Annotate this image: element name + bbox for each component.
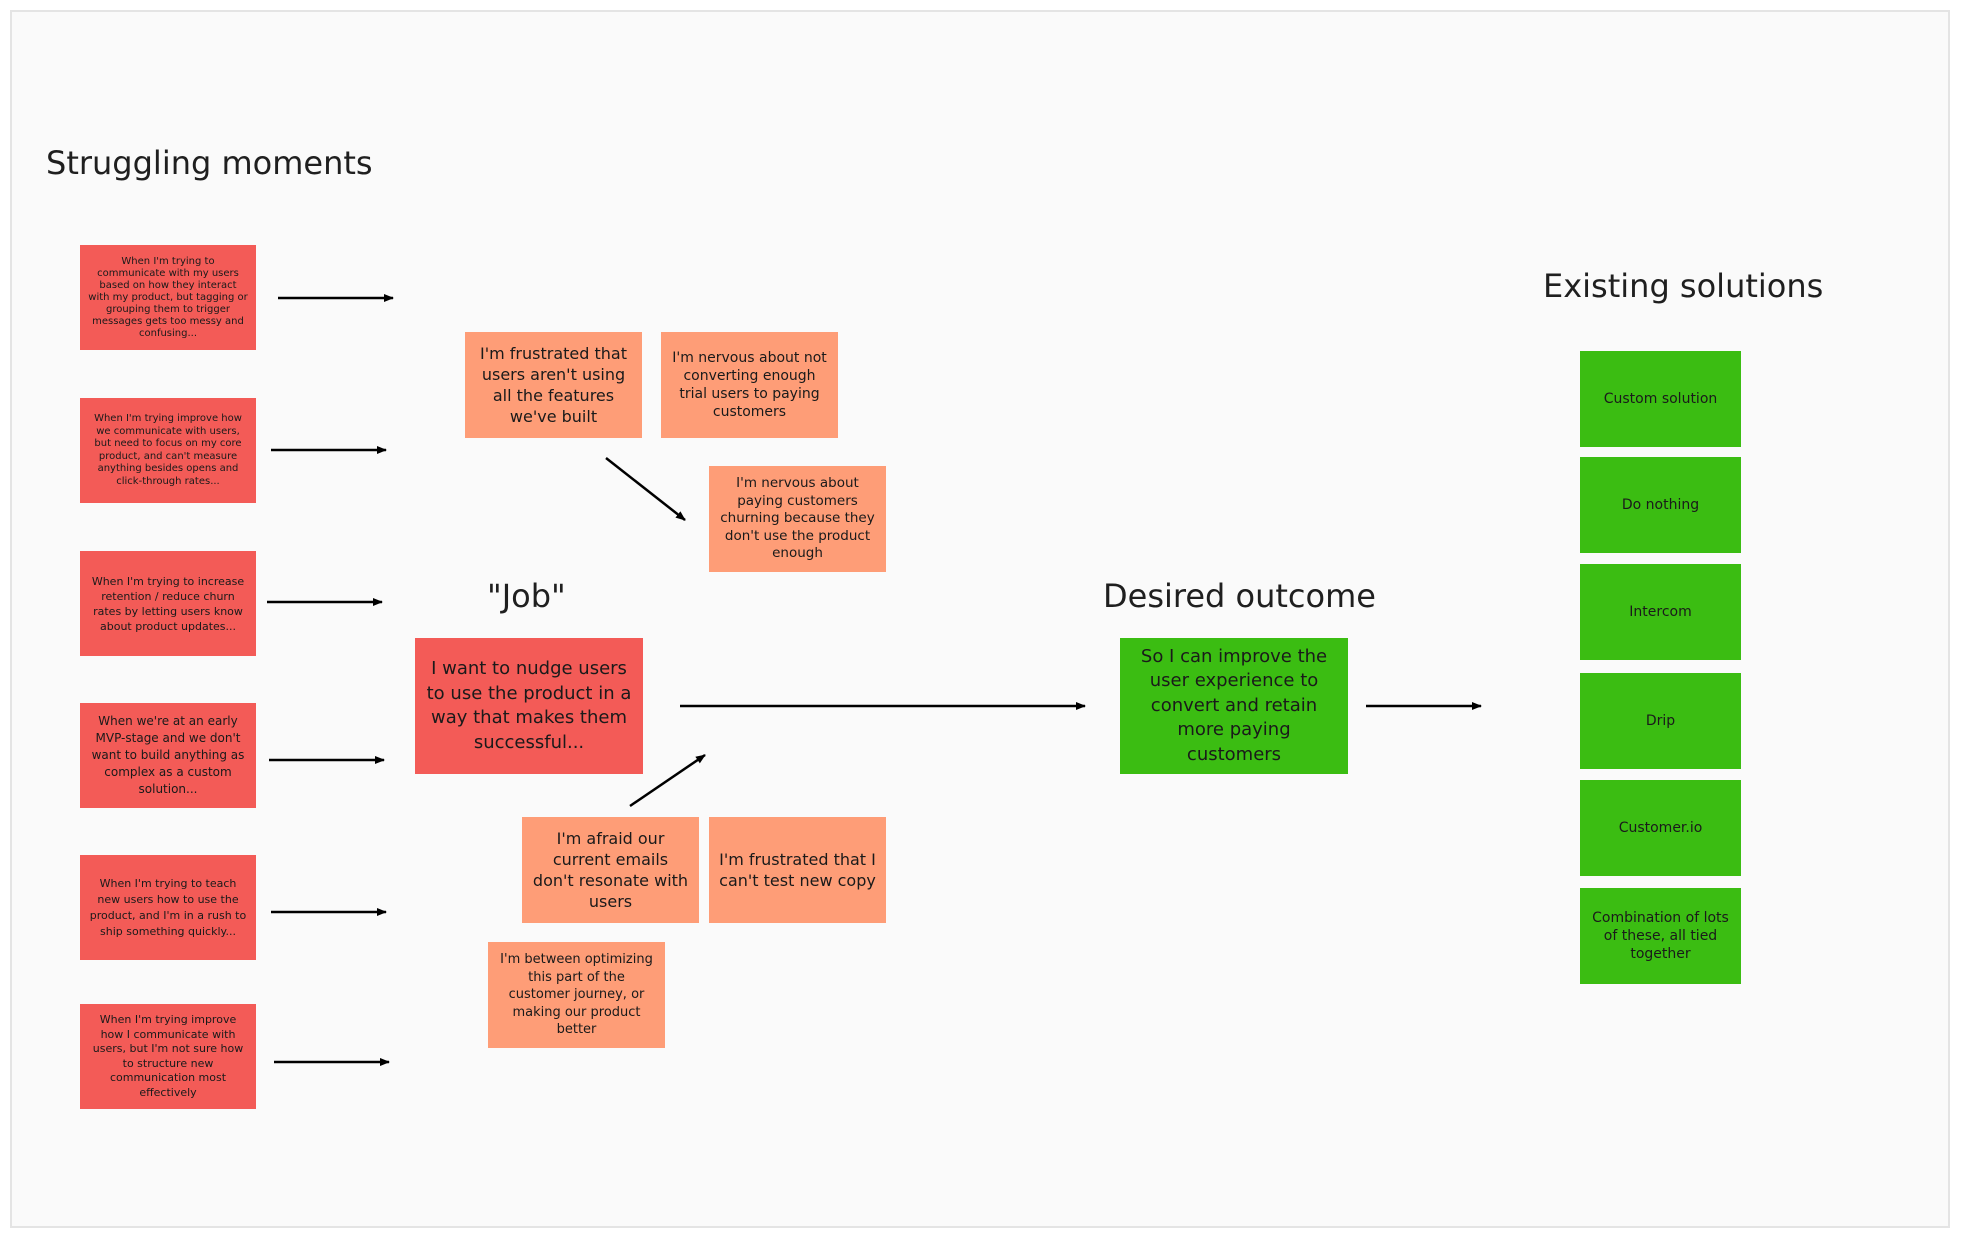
anxiety-note-between-optimizing[interactable]: I'm between optimizing this part of the … bbox=[488, 942, 665, 1048]
struggling-note-5[interactable]: When I'm trying to teach new users how t… bbox=[80, 855, 256, 960]
arrow-to-nervous-churn bbox=[605, 457, 686, 521]
desired-outcome-note[interactable]: So I can improve the user experience to … bbox=[1120, 638, 1348, 774]
existing-solutions-heading: Existing solutions bbox=[1543, 267, 1824, 305]
anxiety-note-frustrated-features[interactable]: I'm frustrated that users aren't using a… bbox=[465, 332, 642, 438]
struggling-note-1[interactable]: When I'm trying to communicate with my u… bbox=[80, 245, 256, 350]
solution-note-do-nothing[interactable]: Do nothing bbox=[1580, 457, 1741, 553]
solution-note-drip[interactable]: Drip bbox=[1580, 673, 1741, 769]
struggling-note-6[interactable]: When I'm trying improve how I communicat… bbox=[80, 1004, 256, 1109]
anxiety-note-nervous-churn[interactable]: I'm nervous about paying customers churn… bbox=[709, 466, 886, 572]
struggling-note-4[interactable]: When we're at an early MVP-stage and we … bbox=[80, 703, 256, 808]
job-note[interactable]: I want to nudge users to use the product… bbox=[415, 638, 643, 774]
struggling-note-2[interactable]: When I'm trying improve how we communica… bbox=[80, 398, 256, 503]
struggling-moments-heading: Struggling moments bbox=[46, 144, 373, 182]
solution-note-intercom[interactable]: Intercom bbox=[1580, 564, 1741, 660]
anxiety-note-nervous-trial[interactable]: I'm nervous about not converting enough … bbox=[661, 332, 838, 438]
solution-note-combination[interactable]: Combination of lots of these, all tied t… bbox=[1580, 888, 1741, 984]
anxiety-note-afraid-emails[interactable]: I'm afraid our current emails don't reso… bbox=[522, 817, 699, 923]
solution-note-customer-io[interactable]: Customer.io bbox=[1580, 780, 1741, 876]
arrow-from-afraid-emails bbox=[629, 753, 706, 808]
struggling-note-3[interactable]: When I'm trying to increase retention / … bbox=[80, 551, 256, 656]
job-heading: "Job" bbox=[487, 577, 566, 615]
anxiety-note-frustrated-copy[interactable]: I'm frustrated that I can't test new cop… bbox=[709, 817, 886, 923]
desired-outcome-heading: Desired outcome bbox=[1103, 577, 1376, 615]
solution-note-custom-solution[interactable]: Custom solution bbox=[1580, 351, 1741, 447]
